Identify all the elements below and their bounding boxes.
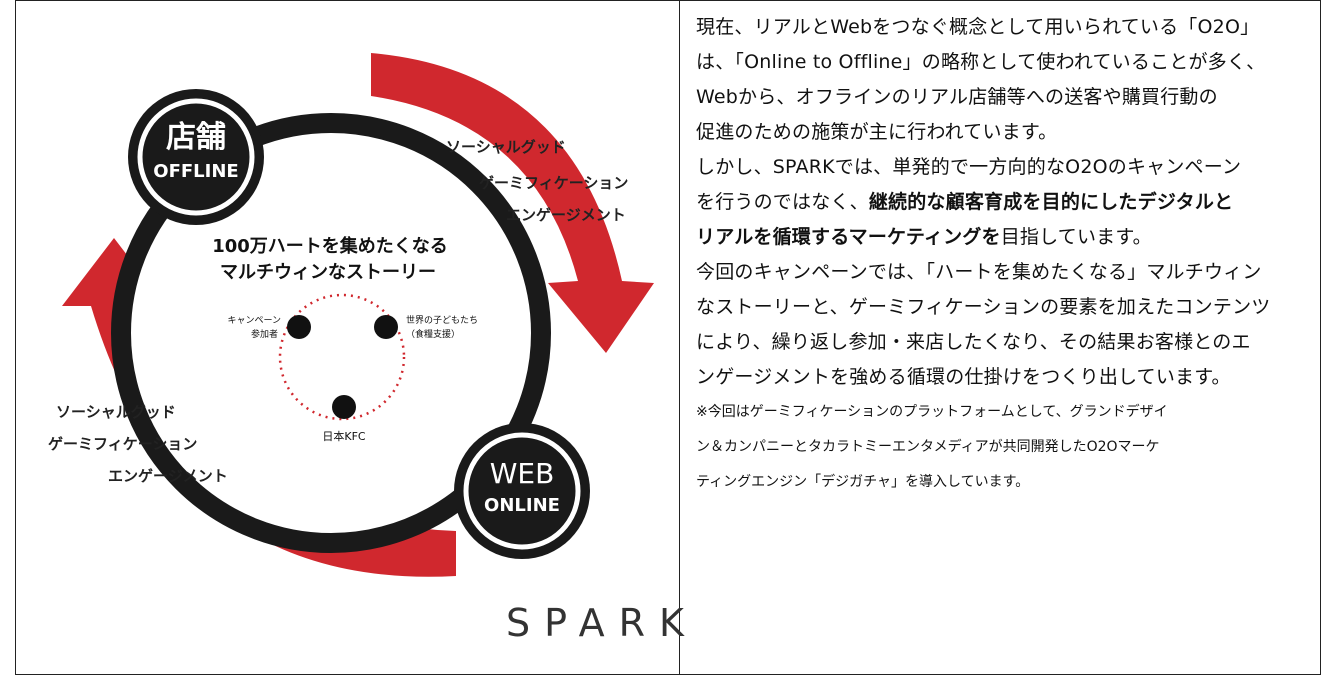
text-normal: 目指しています。	[1000, 226, 1152, 248]
o2o-cycle-diagram: 店舗 OFFLINE WEB ONLINE 100万ハートを集めたくなる マルチ…	[48, 53, 654, 577]
diagram-cell: 店舗 OFFLINE WEB ONLINE 100万ハートを集めたくなる マルチ…	[16, 1, 684, 674]
children-dot	[374, 315, 398, 339]
paragraph-intro: 現在、リアルとWebをつなぐ概念として用いられている「O2O」 は、「Onlin…	[696, 10, 1320, 150]
right-red-arrow	[371, 53, 654, 353]
campaign-participant-label-2: 参加者	[251, 328, 278, 340]
web-node-title: WEB	[490, 457, 555, 490]
store-node-title: 店舗	[166, 120, 226, 155]
spark-logo: SPARK	[506, 601, 698, 645]
content-table: 店舗 OFFLINE WEB ONLINE 100万ハートを集めたくなる マルチ…	[15, 0, 1321, 675]
note-line: ※今回はゲーミフィケーションのプラットフォームとして、グランドデザイ	[696, 404, 1168, 420]
paragraph-campaign: 今回のキャンペーンでは、「ハートを集めたくなる」マルチウィン なストーリーと、ゲ…	[696, 255, 1320, 395]
center-ring	[111, 113, 551, 553]
left-label-gamification: ゲーミフィケーション	[48, 435, 197, 453]
center-title-line1: 100万ハートを集めたくなる	[212, 235, 448, 257]
text-line: 今回のキャンペーンでは、「ハートを集めたくなる」マルチウィン	[696, 261, 1262, 283]
dotted-cycle	[278, 293, 406, 421]
web-node-subtitle: ONLINE	[484, 495, 560, 516]
text-line: Webから、オフラインのリアル店舗等への送客や購買行動の	[696, 86, 1218, 108]
center-title-line2: マルチウィンなストーリー	[220, 262, 436, 283]
left-label-social-good: ソーシャルグッド	[56, 403, 176, 421]
text-line: ンゲージメントを強める循環の仕掛けをつくり出しています。	[696, 366, 1231, 388]
children-label-1: 世界の子どもたち	[406, 314, 478, 326]
paragraph-spark: しかし、SPARKでは、単発的で一方向的なO2Oのキャンペーン を行うのではなく…	[696, 150, 1320, 255]
right-label-gamification: ゲーミフィケーション	[479, 174, 628, 192]
text-bold: リアルを循環するマーケティングを	[696, 226, 1001, 248]
text-bold: 継続的な顧客育成を目的にしたデジタルと	[868, 191, 1234, 213]
text-line: 現在、リアルとWebをつなぐ概念として用いられている「O2O」	[696, 16, 1260, 38]
text-line-mixed: リアルを循環するマーケティングを目指しています。	[696, 220, 1320, 255]
store-node-subtitle: OFFLINE	[153, 161, 238, 182]
right-label-engagement: エンゲージメント	[506, 206, 626, 224]
campaign-participant-dot	[287, 315, 311, 339]
campaign-participant-label-1: キャンペーン	[227, 316, 281, 326]
text-line: は、「Online to Offline」の略称として使われていることが多く、	[696, 51, 1266, 73]
footnote: ※今回はゲーミフィケーションのプラットフォームとして、グランドデザイ ン＆カンパ…	[696, 395, 1320, 500]
text-line: により、繰り返し参加・来店したくなり、その結果お客様とのエ	[696, 331, 1251, 353]
text-line: なストーリーと、ゲーミフィケーションの要素を加えたコンテンツ	[696, 296, 1271, 318]
store-node: 店舗 OFFLINE	[128, 89, 264, 225]
note-line: ティングエンジン「デジガチャ」を導入しています。	[696, 474, 1030, 490]
kfc-dot	[332, 395, 356, 419]
text-line: しかし、SPARKでは、単発的で一方向的なO2Oのキャンペーン	[696, 156, 1242, 178]
right-label-social-good: ソーシャルグッド	[446, 138, 566, 156]
left-label-engagement: エンゲージメント	[108, 467, 228, 485]
text-line: 促進のための施策が主に行われています。	[696, 121, 1058, 143]
text-normal: を行うのではなく、	[696, 191, 869, 213]
web-node: WEB ONLINE	[454, 423, 590, 559]
kfc-label: 日本KFC	[322, 429, 366, 443]
note-line: ン＆カンパニーとタカラトミーエンタメディアが共同開発したO2Oマーケ	[696, 439, 1160, 455]
text-cell: 現在、リアルとWebをつなぐ概念として用いられている「O2O」 は、「Onlin…	[680, 1, 1320, 674]
text-line-mixed: を行うのではなく、継続的な顧客育成を目的にしたデジタルと	[696, 185, 1320, 220]
children-label-2: （食糧支援）	[406, 328, 460, 340]
